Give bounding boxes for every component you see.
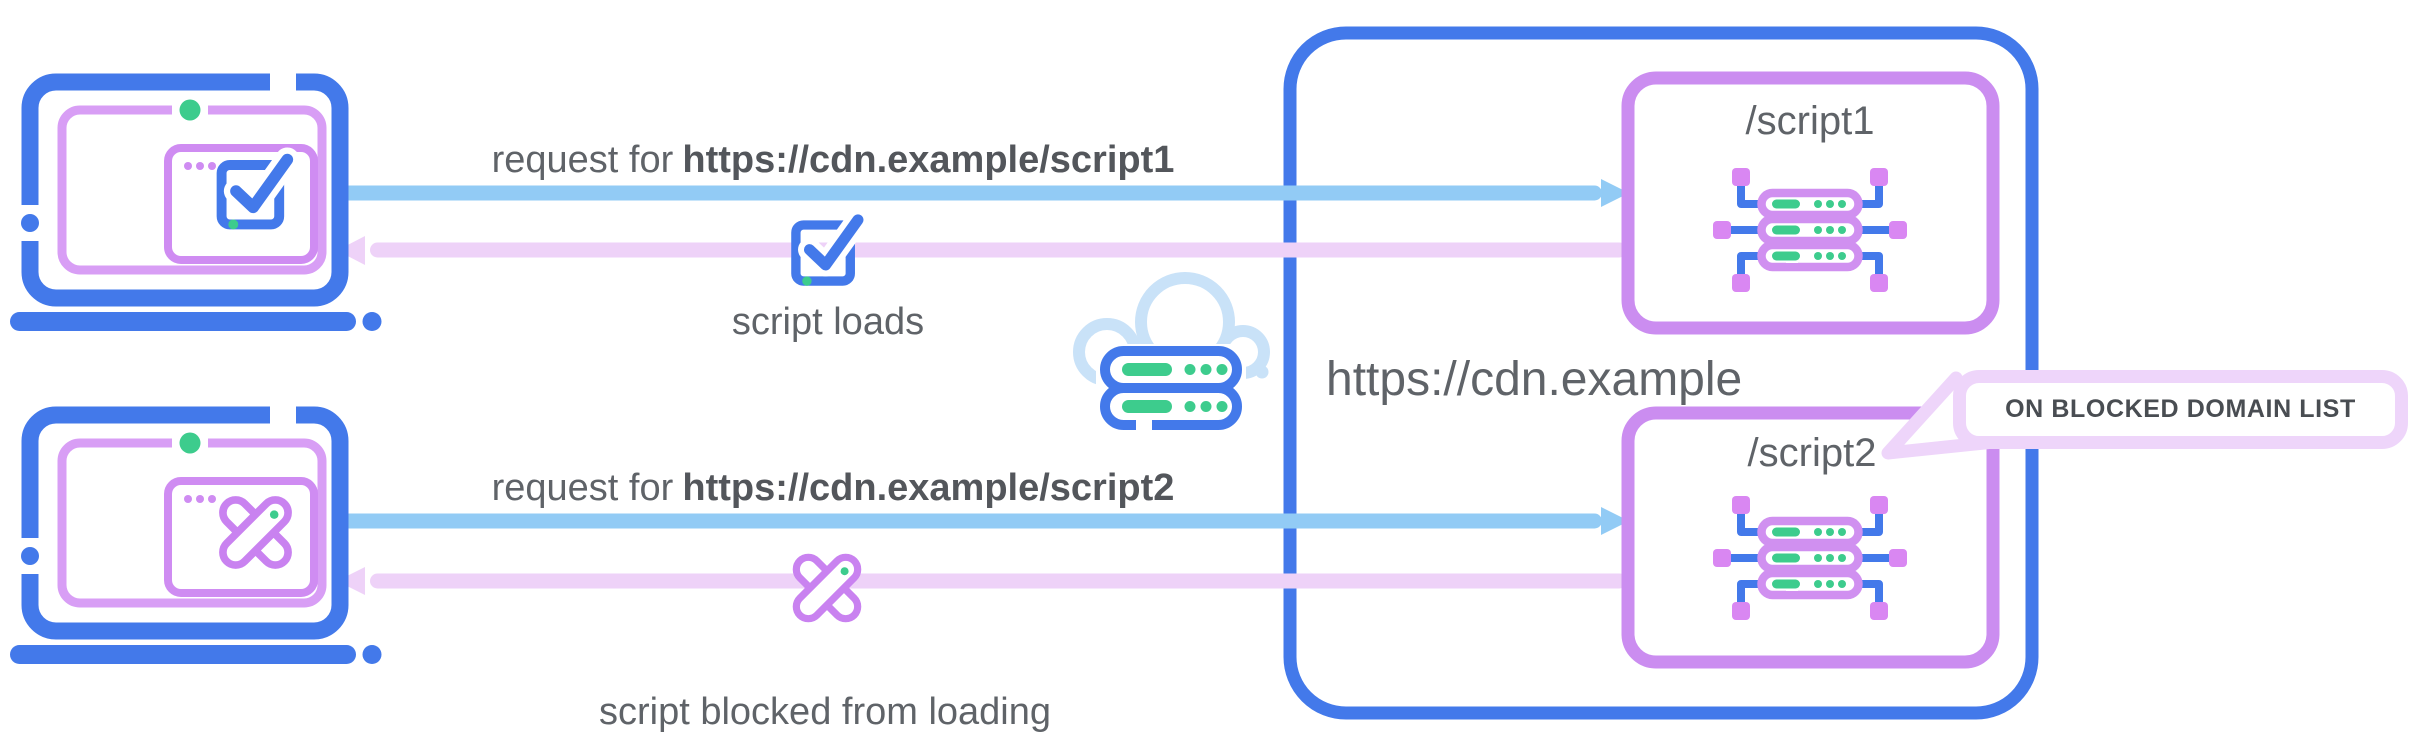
cdn-origin-title: https://cdn.example	[1326, 353, 1743, 406]
request-arrow-script1	[338, 179, 1629, 207]
response-label-script1: script loads	[731, 301, 925, 343]
endpoint-label-script2: /script2	[1747, 431, 1877, 475]
response-arrow-script2	[337, 567, 1627, 595]
request-arrow-script2	[338, 507, 1629, 535]
request-url: https://cdn.example/script2	[682, 467, 1175, 509]
request-prefix: request for	[491, 139, 674, 181]
response-arrow-script1	[337, 236, 1627, 265]
request-prefix: request for	[491, 467, 674, 509]
check-icon	[796, 220, 858, 286]
request-url: https://cdn.example/script1	[682, 139, 1175, 181]
blocked-domain-callout: ON BLOCKED DOMAIN LIST	[1953, 370, 2408, 449]
endpoint-label-script1: /script1	[1745, 99, 1875, 143]
response-label-script2: script blocked from loading	[599, 691, 1051, 733]
laptop-check-icon	[10, 64, 382, 331]
laptop-cross-icon	[10, 397, 382, 664]
cloud-server-icon	[1073, 272, 1270, 430]
blocked-domain-callout-text: ON BLOCKED DOMAIN LIST	[2005, 395, 2356, 423]
